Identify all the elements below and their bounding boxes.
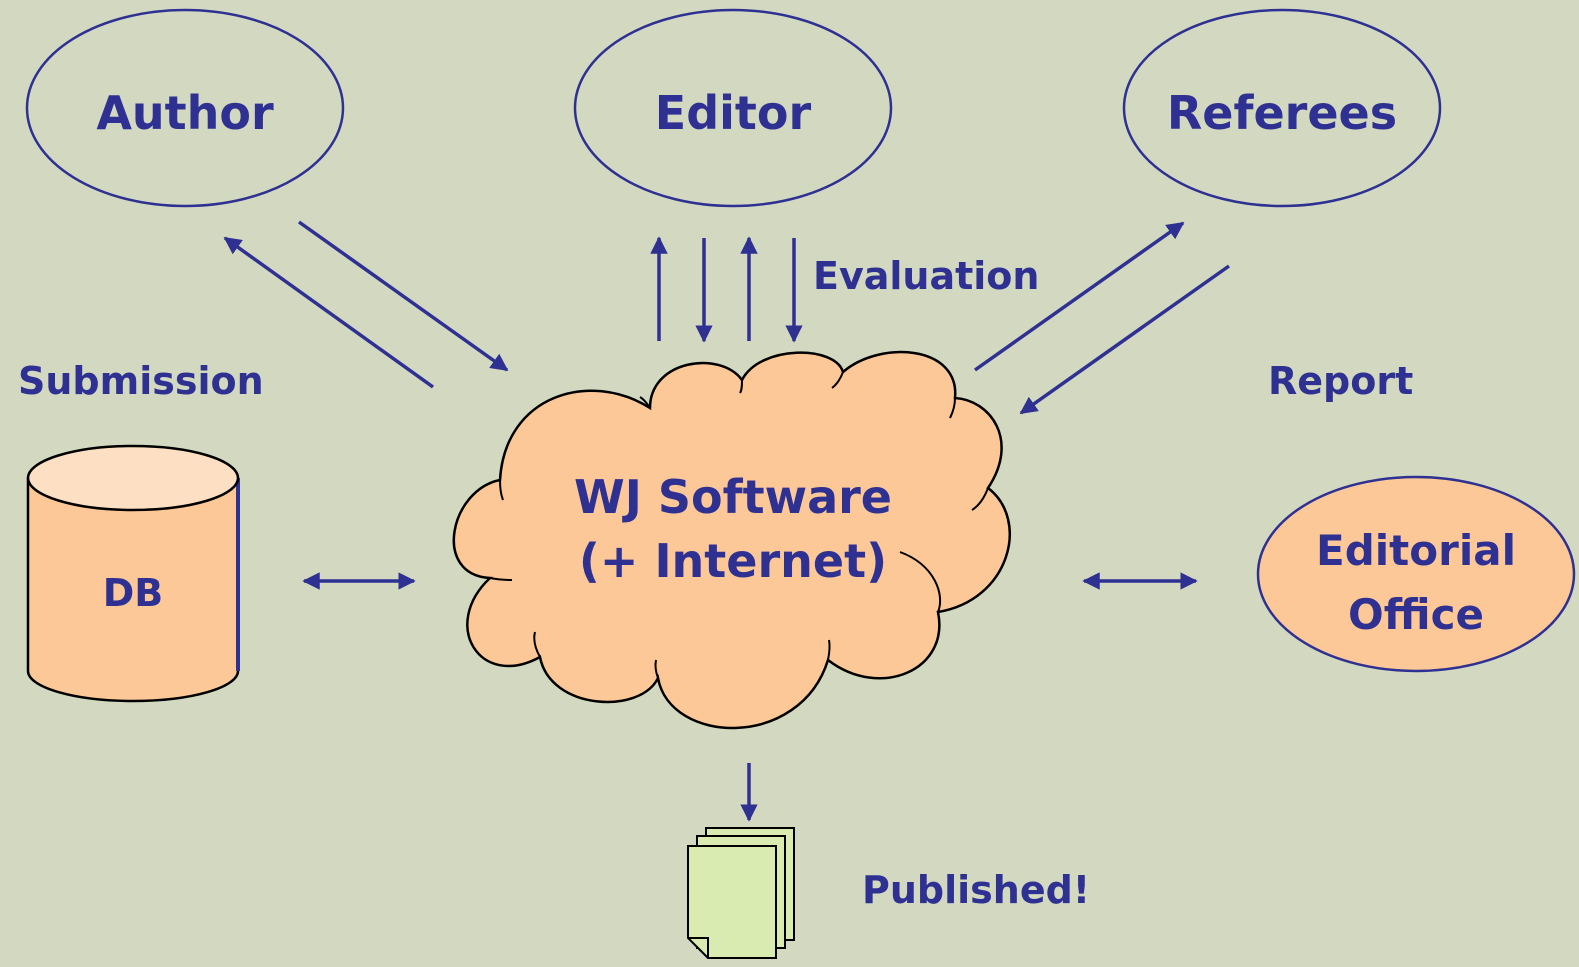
arrow-software-to-author [223, 236, 435, 389]
author-label: Author [96, 86, 274, 140]
author-node: Author [25, 8, 345, 208]
db-label: DB [103, 571, 164, 615]
software-label-line2: (+ Internet) [579, 534, 887, 588]
database-cylinder-icon: DB [26, 444, 240, 703]
cloud-icon: WJ Software (+ Internet) [452, 350, 1011, 730]
referees-node: Referees [1122, 8, 1442, 208]
referees-label: Referees [1167, 86, 1397, 140]
editorial-office-node: Editorial Office [1256, 475, 1576, 673]
submission-label: Submission [18, 359, 264, 403]
document-stack-icon [687, 827, 795, 959]
arrow-referees-to-software [1019, 264, 1231, 415]
arrow-author-to-software [297, 220, 509, 372]
editorial-label-line2: Office [1348, 590, 1484, 639]
published-label: Published! [862, 868, 1090, 912]
editor-label: Editor [655, 86, 812, 140]
editor-node: Editor [573, 8, 893, 208]
software-label-line1: WJ Software [574, 470, 892, 524]
evaluation-label: Evaluation [813, 254, 1039, 298]
editorial-label-line1: Editorial [1316, 526, 1516, 575]
report-label: Report [1268, 359, 1413, 403]
arrow-software-to-referees [973, 221, 1185, 372]
